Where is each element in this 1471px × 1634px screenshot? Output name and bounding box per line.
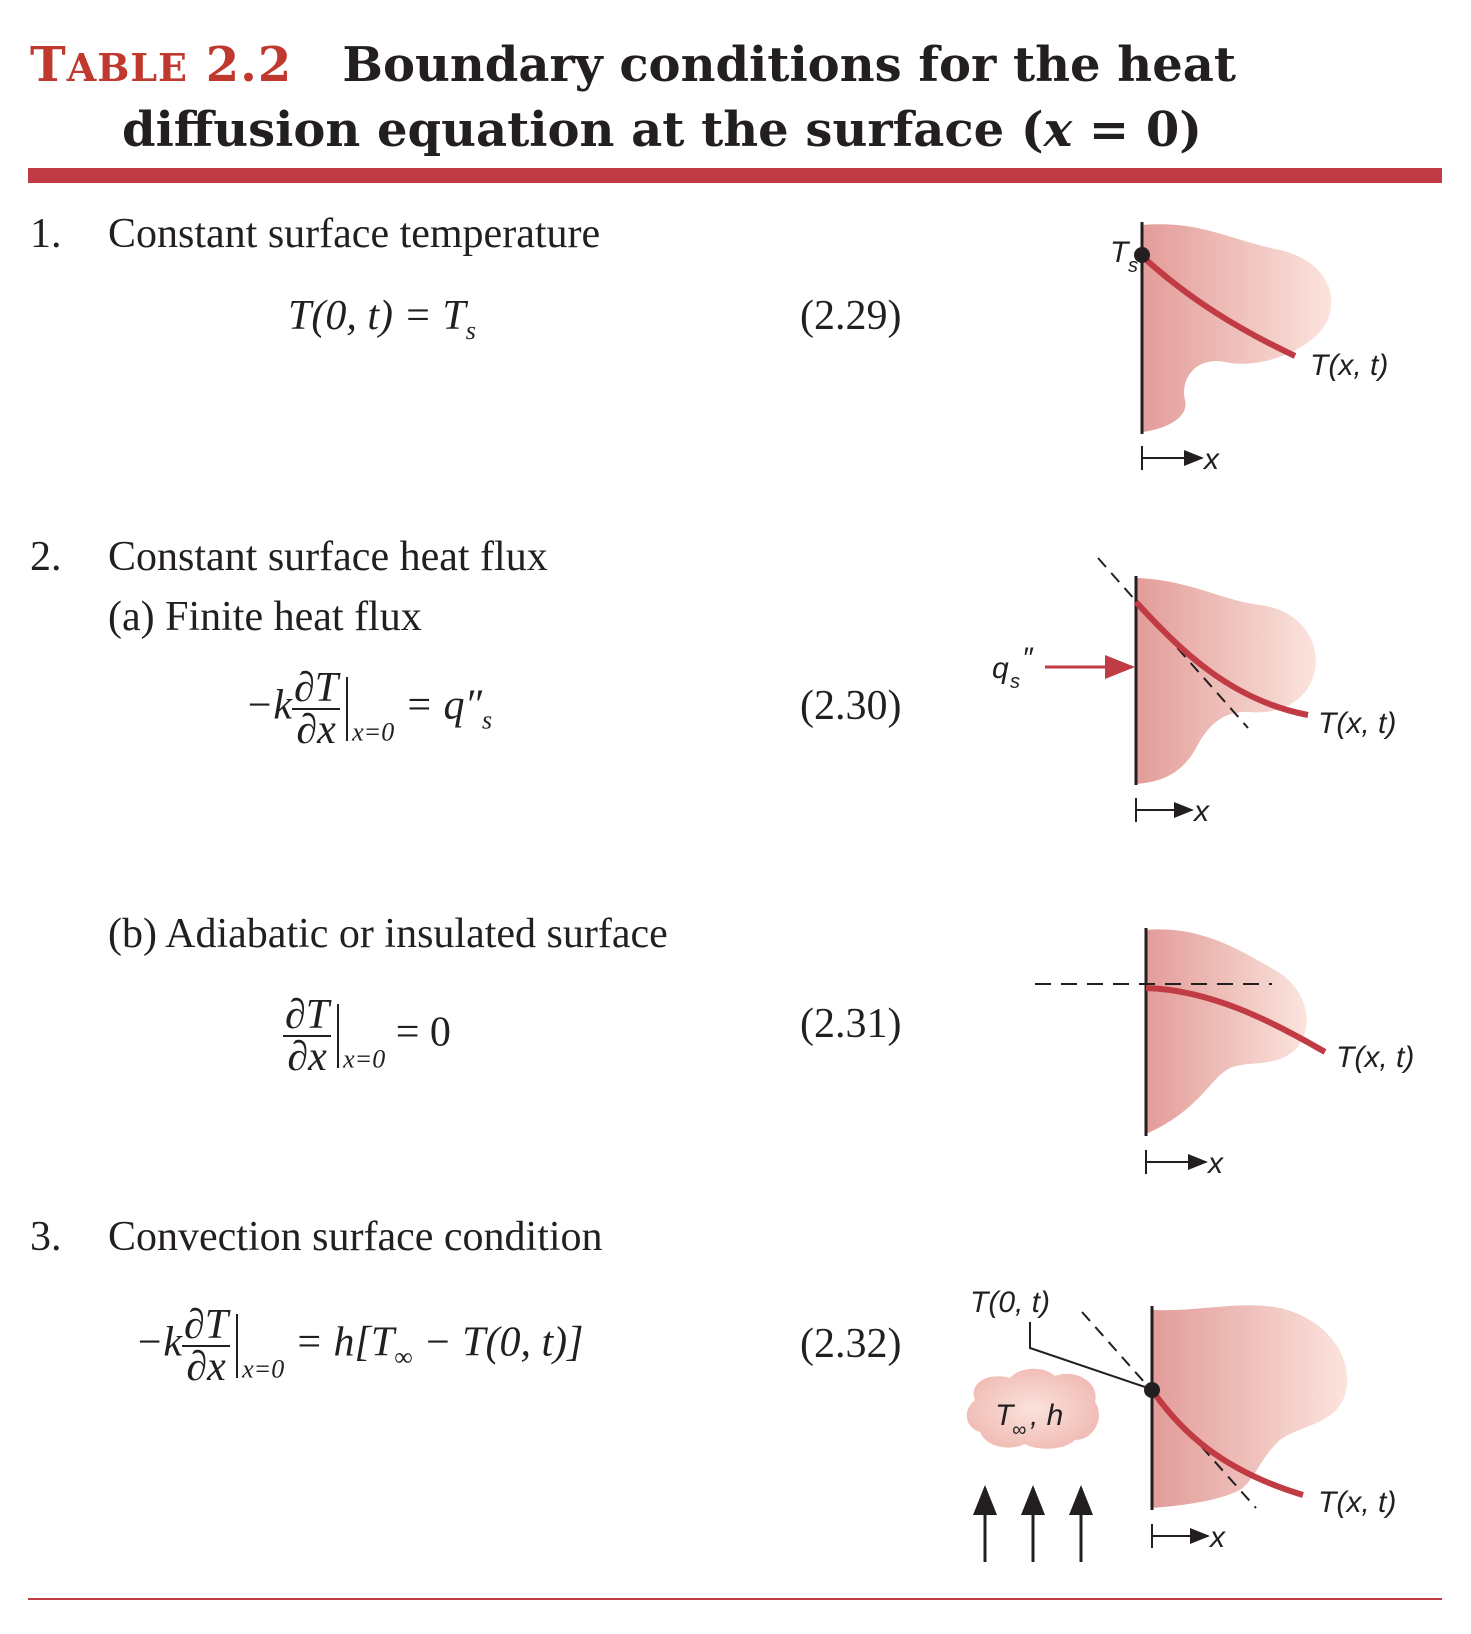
equation-number-2-32: (2.32)	[800, 1321, 902, 1367]
eq-2-31-denominator: ∂x	[287, 1034, 327, 1080]
solid-region-3	[1152, 1305, 1348, 1508]
temperature-curve-3	[1149, 1388, 1304, 1498]
eq-2-30-numerator: ∂T	[291, 665, 341, 711]
equation-number-2-31: (2.31)	[800, 1001, 902, 1047]
equation-2-31: ∂T∂x x=0 = 0	[283, 992, 451, 1084]
eq-2-32-eval-bar	[236, 1314, 239, 1378]
temperature-curve-2a	[1133, 599, 1309, 718]
q-sub-label: s	[1010, 671, 1020, 693]
title-line-2: diffusion equation at the surface (x = 0…	[30, 99, 1236, 161]
t0-label: T(0, t)	[970, 1286, 1050, 1319]
equation-2-29: T(0, t) = Ts	[288, 292, 476, 355]
ts-sub-label: s	[1128, 255, 1138, 277]
item-1-number: 1.	[30, 211, 62, 257]
tangent-line-2a	[1097, 557, 1249, 729]
eq-2-30-eval-bar	[346, 677, 349, 741]
top-rule	[28, 168, 1442, 183]
axis-label-2a: x	[1192, 795, 1210, 828]
eq-2-31-eval-bar	[337, 1004, 340, 1068]
fluid-t-sub: ∞	[1012, 1419, 1026, 1441]
eq-2-32-numerator: ∂T	[181, 1302, 231, 1348]
eq-2-31-fraction: ∂T∂x	[283, 992, 332, 1080]
item-3-heading: Convection surface condition	[108, 1214, 603, 1260]
curve-label-2a: T(x, t)	[1318, 707, 1396, 740]
q-label: q	[992, 652, 1009, 685]
eq-2-31-numerator: ∂T	[283, 992, 332, 1038]
item-2b-heading: (b) Adiabatic or insulated surface	[108, 911, 668, 957]
diagram-adiabatic: T(x, t) x	[1035, 928, 1414, 1180]
eq-2-32-post1: = h[T	[284, 1319, 395, 1366]
eq-2-30-fraction: ∂T∂x	[291, 665, 341, 753]
eq-2-32-pre: −k	[135, 1319, 182, 1366]
eq-2-30-sub: s	[482, 705, 493, 735]
item-2-number: 2.	[30, 534, 62, 580]
solid-region-2b	[1146, 929, 1307, 1134]
fluid-h-label: , h	[1030, 1399, 1063, 1432]
curve-label-1: T(x, t)	[1310, 349, 1388, 382]
surface-point-3	[1144, 1382, 1160, 1398]
item-2a-heading: (a) Finite heat flux	[108, 594, 422, 640]
temperature-curve-2b	[1145, 985, 1327, 1055]
eq-2-32-post2: − T(0, t)]	[412, 1319, 584, 1366]
diagram-finite-heat-flux: q s ″ T(x, t) x	[992, 557, 1396, 828]
title-line-1: Boundary conditions for the heat	[342, 37, 1237, 93]
equation-number-2-30: (2.30)	[800, 683, 902, 729]
title-line-2-post: = 0)	[1072, 102, 1202, 158]
axis-label-1: x	[1202, 443, 1220, 476]
eq-2-32-sub: ∞	[394, 1342, 413, 1372]
title-line-2-pre: diffusion equation at the surface (	[122, 102, 1044, 158]
eq-2-29-text: T(0, t) = T	[288, 293, 466, 339]
diagram-convection: T(0, t) T ∞ , h T(x, t) x	[966, 1286, 1396, 1562]
fluid-cloud	[966, 1368, 1099, 1449]
eq-2-31-eval: x=0	[343, 1044, 386, 1074]
fluid-t-label: T	[995, 1399, 1016, 1432]
curve-label-2b: T(x, t)	[1336, 1041, 1414, 1074]
table-title: TABLE 2.2 Boundary conditions for the he…	[30, 34, 1236, 161]
item-2-heading: Constant surface heat flux	[108, 534, 548, 580]
eq-2-31-post: = 0	[385, 1009, 451, 1056]
item-1-heading: Constant surface temperature	[108, 211, 601, 257]
table-label: TABLE 2.2	[30, 37, 292, 93]
bottom-rule	[28, 1598, 1442, 1600]
item-3-number: 3.	[30, 1214, 62, 1260]
curve-label-3: T(x, t)	[1318, 1486, 1396, 1519]
t0-leader-line	[1029, 1322, 1149, 1389]
equation-number-2-29: (2.29)	[800, 293, 902, 339]
eq-2-32-eval: x=0	[242, 1354, 285, 1384]
eq-2-30-eval: x=0	[352, 717, 395, 747]
equation-2-30: −k∂T∂x x=0 = q″s	[245, 665, 493, 757]
eq-2-29-sub: s	[465, 316, 476, 345]
ts-label: T	[1110, 236, 1131, 269]
eq-2-30-pre: −k	[245, 682, 292, 729]
diagram-constant-temperature: T s T(x, t) x	[1110, 222, 1388, 476]
title-line-2-var: x	[1043, 102, 1073, 158]
table-number: 2.2	[205, 37, 293, 93]
q-prime-label: ″	[1022, 642, 1034, 675]
table-label-initial: T	[30, 37, 67, 93]
axis-label-3: x	[1208, 1521, 1226, 1554]
temperature-curve-1	[1139, 253, 1297, 359]
table-label-rest: ABLE	[66, 45, 189, 90]
eq-2-32-fraction: ∂T∂x	[181, 1302, 231, 1390]
equation-2-32: −k∂T∂x x=0 = h[T∞ − T(0, t)]	[135, 1302, 584, 1394]
axis-label-2b: x	[1206, 1147, 1224, 1180]
eq-2-32-denominator: ∂x	[186, 1344, 226, 1390]
surface-point-1	[1134, 247, 1150, 263]
eq-2-30-post: = q″	[394, 682, 483, 729]
eq-2-30-denominator: ∂x	[296, 707, 336, 753]
